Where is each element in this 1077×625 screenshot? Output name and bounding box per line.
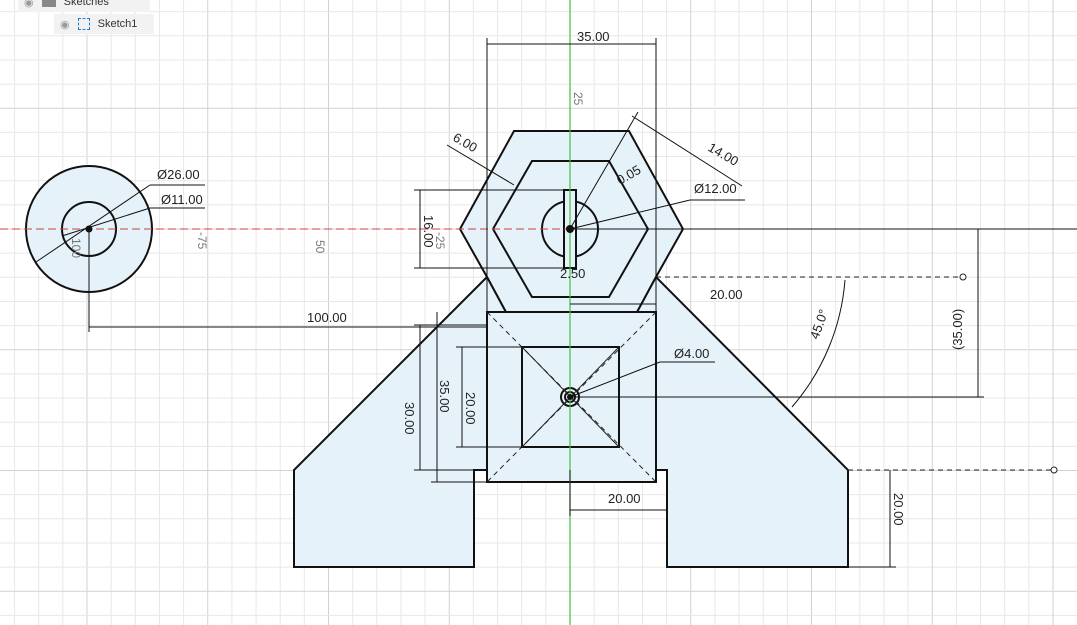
dim-center-hole[interactable]: Ø12.00 bbox=[694, 181, 737, 196]
dim-arm-offset[interactable]: 20.00 bbox=[710, 287, 743, 302]
dim-slot-height[interactable]: 16.00 bbox=[421, 215, 436, 248]
dim-bottom-width[interactable]: 20.00 bbox=[608, 491, 641, 506]
dim-outer-circle[interactable]: Ø26.00 bbox=[157, 167, 200, 182]
dim-slot-width[interactable]: 2.50 bbox=[560, 266, 585, 281]
dim-top-width[interactable]: 35.00 bbox=[577, 29, 610, 44]
dim-hex-width[interactable]: 14.00 bbox=[706, 140, 742, 169]
origin-point[interactable] bbox=[566, 225, 574, 233]
axis-label: 100 bbox=[69, 238, 83, 258]
browser-item-sketch1[interactable]: ◉ Sketch1 bbox=[54, 14, 154, 34]
browser-folder-sketches[interactable]: ◉ Sketches bbox=[18, 0, 150, 12]
center-point[interactable] bbox=[567, 394, 573, 400]
dim-offset-horizontal[interactable]: 100.00 bbox=[307, 310, 347, 325]
dim-angle[interactable]: 45.0° bbox=[807, 307, 832, 341]
dim-inner-circle[interactable]: Ø11.00 bbox=[161, 192, 203, 207]
sketch-icon bbox=[77, 18, 90, 30]
axis-label-25: 25 bbox=[571, 92, 585, 106]
folder-icon bbox=[41, 0, 56, 7]
sketch-label: Sketch1 bbox=[97, 18, 138, 30]
visibility-eye-icon[interactable]: ◉ bbox=[24, 0, 34, 9]
dim-square-outer[interactable]: 35.00 bbox=[437, 380, 452, 413]
axis-label: -75 bbox=[195, 232, 209, 250]
dim-side-height[interactable]: 30.00 bbox=[402, 402, 417, 435]
dimension-lines bbox=[35, 38, 984, 568]
folder-label: Sketches bbox=[63, 0, 109, 8]
dim-hex-offset[interactable]: 6.00 bbox=[451, 130, 480, 156]
dim-leg-height[interactable]: 20.00 bbox=[891, 493, 906, 526]
dim-vertical-ref[interactable]: (35.00) bbox=[950, 309, 965, 350]
visibility-eye-icon[interactable]: ◉ bbox=[60, 18, 70, 31]
dim-small-hole[interactable]: Ø4.00 bbox=[674, 346, 709, 361]
axis-label: -25 bbox=[433, 232, 447, 250]
dim-square-inner[interactable]: 20.00 bbox=[463, 392, 478, 425]
center-point[interactable] bbox=[85, 225, 93, 233]
axis-label: 50 bbox=[313, 240, 327, 254]
